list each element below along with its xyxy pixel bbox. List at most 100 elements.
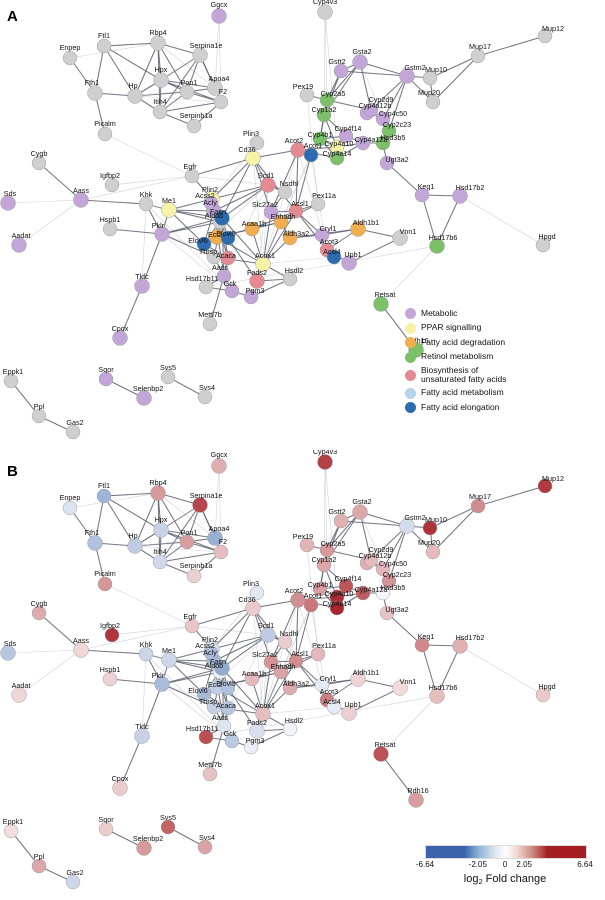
network-node[interactable] — [381, 573, 397, 589]
network-node[interactable] — [104, 627, 120, 643]
network-node[interactable] — [127, 538, 143, 554]
network-node[interactable] — [537, 28, 553, 44]
network-node[interactable] — [350, 671, 366, 687]
network-node[interactable] — [316, 107, 332, 123]
network-node[interactable] — [186, 568, 202, 584]
network-node[interactable] — [363, 102, 379, 118]
network-node[interactable] — [422, 70, 438, 86]
network-node[interactable] — [392, 230, 408, 246]
network-node[interactable] — [179, 534, 195, 550]
network-node[interactable] — [379, 155, 395, 171]
network-node[interactable] — [408, 792, 424, 808]
network-node[interactable] — [87, 535, 103, 551]
network-node[interactable] — [277, 184, 293, 200]
network-node[interactable] — [0, 195, 16, 211]
network-node[interactable] — [341, 705, 357, 721]
network-node[interactable] — [326, 699, 342, 715]
network-node[interactable] — [260, 177, 276, 193]
network-node[interactable] — [429, 238, 445, 254]
network-node[interactable] — [363, 552, 379, 568]
network-node[interactable] — [220, 250, 236, 266]
network-node[interactable] — [220, 700, 236, 716]
network-node[interactable] — [154, 226, 170, 242]
network-node[interactable] — [535, 687, 551, 703]
network-node[interactable] — [244, 671, 260, 687]
network-node[interactable] — [288, 203, 304, 219]
network-node[interactable] — [314, 227, 330, 243]
network-node[interactable] — [31, 408, 47, 424]
network-node[interactable] — [207, 530, 223, 546]
network-node[interactable] — [224, 283, 240, 299]
network-node[interactable] — [392, 680, 408, 696]
network-node[interactable] — [152, 554, 168, 570]
network-node[interactable] — [317, 4, 333, 20]
network-node[interactable] — [161, 652, 177, 668]
network-node[interactable] — [62, 50, 78, 66]
network-node[interactable] — [288, 653, 304, 669]
network-node[interactable] — [355, 585, 371, 601]
network-node[interactable] — [373, 296, 389, 312]
network-node[interactable] — [243, 289, 259, 305]
network-node[interactable] — [31, 155, 47, 171]
network-node[interactable] — [198, 279, 214, 295]
network-node[interactable] — [207, 80, 223, 96]
network-node[interactable] — [127, 88, 143, 104]
network-node[interactable] — [375, 111, 391, 127]
network-node[interactable] — [152, 104, 168, 120]
network-node[interactable] — [537, 478, 553, 494]
network-node[interactable] — [312, 581, 328, 597]
network-node[interactable] — [102, 221, 118, 237]
network-node[interactable] — [192, 497, 208, 513]
network-node[interactable] — [338, 128, 354, 144]
network-node[interactable] — [196, 686, 212, 702]
network-node[interactable] — [425, 544, 441, 560]
network-node[interactable] — [0, 645, 16, 661]
network-node[interactable] — [220, 230, 236, 246]
network-node[interactable] — [263, 654, 279, 670]
network-node[interactable] — [213, 544, 229, 560]
network-node[interactable] — [220, 680, 236, 696]
network-node[interactable] — [333, 63, 349, 79]
network-node[interactable] — [203, 645, 219, 661]
network-node[interactable] — [373, 746, 389, 762]
network-node[interactable] — [214, 660, 230, 676]
network-node[interactable] — [98, 371, 114, 387]
network-node[interactable] — [277, 634, 293, 650]
network-node[interactable] — [196, 236, 212, 252]
network-node[interactable] — [375, 561, 391, 577]
network-node[interactable] — [303, 147, 319, 163]
network-node[interactable] — [216, 268, 232, 284]
network-node[interactable] — [31, 605, 47, 621]
network-node[interactable] — [134, 728, 150, 744]
network-node[interactable] — [316, 557, 332, 573]
network-node[interactable] — [202, 766, 218, 782]
network-node[interactable] — [273, 214, 289, 230]
network-node[interactable] — [249, 135, 265, 151]
network-node[interactable] — [381, 123, 397, 139]
network-node[interactable] — [224, 733, 240, 749]
network-node[interactable] — [326, 249, 342, 265]
network-node[interactable] — [87, 85, 103, 101]
network-node[interactable] — [216, 718, 232, 734]
network-node[interactable] — [136, 390, 152, 406]
network-node[interactable] — [211, 8, 227, 24]
network-node[interactable] — [470, 498, 486, 514]
network-node[interactable] — [62, 500, 78, 516]
network-node[interactable] — [452, 638, 468, 654]
network-node[interactable] — [97, 576, 113, 592]
network-node[interactable] — [350, 221, 366, 237]
network-node[interactable] — [263, 204, 279, 220]
network-node[interactable] — [73, 192, 89, 208]
network-node[interactable] — [249, 273, 265, 289]
network-node[interactable] — [153, 72, 169, 88]
network-node[interactable] — [422, 520, 438, 536]
network-node[interactable] — [338, 578, 354, 594]
network-node[interactable] — [299, 87, 315, 103]
network-node[interactable] — [197, 839, 213, 855]
network-node[interactable] — [73, 642, 89, 658]
network-node[interactable] — [214, 210, 230, 226]
network-node[interactable] — [299, 537, 315, 553]
network-node[interactable] — [31, 858, 47, 874]
network-node[interactable] — [150, 35, 166, 51]
network-node[interactable] — [3, 823, 19, 839]
